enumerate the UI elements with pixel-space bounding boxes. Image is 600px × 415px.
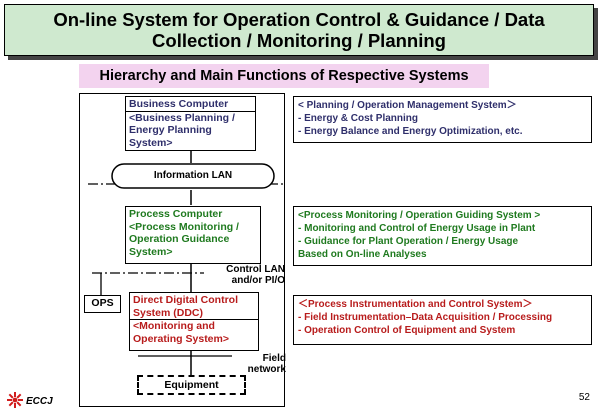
ops-box: OPS [84, 295, 121, 313]
control-description-title: ＜Process Instrumentation and Control Sys… [298, 299, 533, 310]
equipment-label: Equipment [164, 378, 219, 391]
monitoring-description-item-2: - Guidance for Plant Operation / Energy … [298, 236, 519, 260]
business-computer-box: Business Computer <Business Planning / E… [125, 96, 256, 151]
information-lan-label: Information LAN [153, 170, 233, 181]
ops-label: OPS [91, 297, 114, 309]
page-number: 52 [578, 392, 590, 403]
control-description-item-2: - Operation Control of Equipment and Sys… [298, 325, 516, 336]
ddc-detail: <Monitoring and Operating System> [130, 319, 258, 345]
title-banner: On-line System for Operation Control & G… [4, 4, 594, 56]
equipment-box: Equipment [137, 375, 246, 395]
planning-description-title: < Planning / Operation Management System… [298, 100, 517, 111]
monitoring-description-item-1: - Monitoring and Control of Energy Usage… [298, 223, 536, 234]
business-computer-heading: Business Computer [129, 98, 229, 110]
business-computer-detail: <Business Planning / Energy Planning Sys… [126, 110, 255, 150]
process-computer-box: Process Computer <Process Monitoring / O… [125, 206, 261, 264]
page-title: On-line System for Operation Control & G… [53, 9, 545, 51]
subtitle-banner: Hierarchy and Main Functions of Respecti… [79, 64, 489, 88]
monitoring-description-title: <Process Monitoring / Operation Guiding … [298, 210, 541, 221]
field-network-label: Field network [247, 353, 286, 375]
control-description-item-1: - Field Instrumentation–Data Acquisition… [298, 312, 553, 323]
monitoring-description-box: <Process Monitoring / Operation Guiding … [293, 206, 592, 266]
planning-description-box: < Planning / Operation Management System… [293, 96, 592, 143]
page-subtitle: Hierarchy and Main Functions of Respecti… [99, 68, 469, 84]
eccj-logo-icon [7, 392, 23, 408]
logo-text: ECCJ [26, 396, 53, 407]
hierarchy-frame [79, 93, 285, 407]
planning-description-item-2: - Energy Balance and Energy Optimization… [298, 126, 523, 137]
control-lan-label: Control LAN and/or PI/O [226, 264, 285, 286]
process-computer-detail: <Process Monitoring / Operation Guidance… [129, 220, 239, 258]
ddc-heading: Direct Digital Control System (DDC) [133, 294, 239, 319]
ddc-box: Direct Digital Control System (DDC) <Mon… [129, 292, 259, 351]
control-description-box: ＜Process Instrumentation and Control Sys… [293, 295, 592, 345]
process-computer-heading: Process Computer [129, 208, 223, 220]
planning-description-item-1: - Energy & Cost Planning [298, 113, 419, 124]
